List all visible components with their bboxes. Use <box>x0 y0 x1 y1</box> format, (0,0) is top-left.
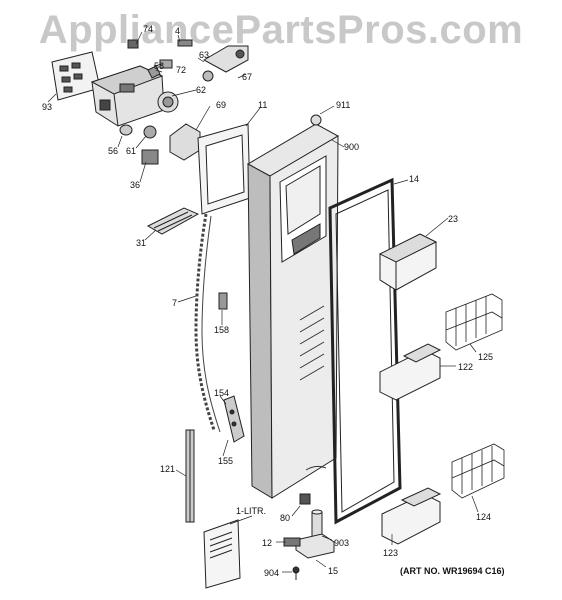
small-parts-cluster <box>119 39 249 165</box>
basket-125 <box>445 293 503 351</box>
lever-154 <box>223 395 245 443</box>
watermark-text: AppliancePartsPros.com <box>38 8 524 52</box>
callout-11: 11 <box>258 100 267 110</box>
callout-155: 155 <box>218 456 233 466</box>
water-fitting-903 <box>283 493 335 580</box>
callout-7: 7 <box>172 298 177 308</box>
grill-31 <box>146 207 200 235</box>
callout-93: 93 <box>42 102 52 112</box>
control-panel-93 <box>51 51 101 101</box>
callout-31: 31 <box>136 238 146 248</box>
callout-122: 122 <box>458 362 473 372</box>
recess-frame-11 <box>197 123 251 215</box>
callout-12: 12 <box>262 538 272 548</box>
wire-harness-7 <box>194 213 216 431</box>
callout-63: 63 <box>199 50 209 60</box>
callout-36: 36 <box>130 180 140 190</box>
basket-124 <box>451 443 505 499</box>
bin-123 <box>381 487 442 545</box>
callout-1-litr: 1-LITR. <box>236 506 266 516</box>
strip-121 <box>185 429 195 523</box>
callout-123: 123 <box>383 548 398 558</box>
art-number: (ART NO. WR19694 C16) <box>400 566 505 576</box>
bin-122 <box>379 343 442 401</box>
callout-4: 4 <box>175 26 180 36</box>
callout-69: 69 <box>216 100 226 110</box>
callout-15: 15 <box>328 566 338 576</box>
callout-903: 903 <box>334 538 349 548</box>
dispenser-housing <box>90 65 165 127</box>
callout-62: 62 <box>196 85 206 95</box>
bin-23 <box>378 233 438 291</box>
callout-154: 154 <box>214 388 229 398</box>
part-158 <box>218 292 228 310</box>
callout-911: 911 <box>336 100 350 110</box>
callout-14: 14 <box>409 174 419 184</box>
callout-labels: 74 4 58 63 67 72 62 69 93 11 911 900 56 … <box>42 24 493 578</box>
literature-booklet <box>203 519 241 589</box>
callout-900: 900 <box>344 142 359 152</box>
door-outer-900 <box>246 114 340 499</box>
callout-67: 67 <box>242 72 252 82</box>
callout-56: 56 <box>108 146 118 156</box>
callout-124: 124 <box>476 512 491 522</box>
callout-61: 61 <box>126 146 136 156</box>
callout-23: 23 <box>448 214 458 224</box>
callout-74: 74 <box>143 24 153 34</box>
callout-158: 158 <box>214 325 229 335</box>
door-gasket-14 <box>328 177 402 525</box>
callout-58: 58 <box>154 61 164 71</box>
callout-80: 80 <box>280 513 290 523</box>
callout-125: 125 <box>478 352 493 362</box>
leader-lines <box>47 31 479 573</box>
callout-121: 121 <box>160 464 175 474</box>
callout-904: 904 <box>264 568 279 578</box>
callout-72: 72 <box>176 65 186 75</box>
